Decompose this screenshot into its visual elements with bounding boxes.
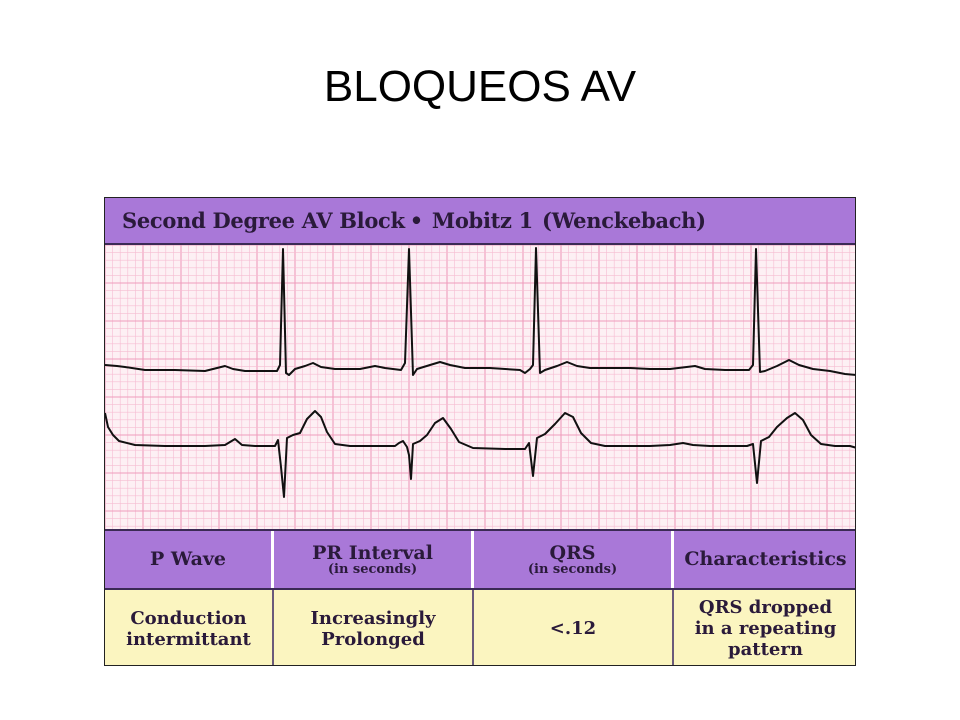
cell-qrs: <.12 — [474, 590, 674, 665]
cell-line: Prolonged — [321, 628, 425, 650]
cell-line: QRS dropped — [698, 597, 833, 618]
cell-line: <.12 — [549, 618, 597, 639]
ecg-trace-bottom — [105, 410, 855, 498]
table-data-row: Conduction intermittant Increasingly Pro… — [105, 588, 855, 665]
ecg-grid — [105, 245, 855, 529]
slide-title: BLOQUEOS AV — [323, 62, 637, 111]
cell-line: Conduction — [130, 607, 247, 629]
col-header-unit: (in seconds) — [527, 561, 618, 577]
cell-characteristics: QRS dropped in a repeating pattern — [674, 590, 855, 665]
cell-pr-interval: Increasingly Prolonged — [274, 590, 474, 665]
header-wenckebach: (Wenckebach) — [541, 208, 706, 233]
header-block-type: Second Degree AV Block — [122, 208, 405, 233]
col-header-label: Characteristics — [684, 548, 847, 570]
ecg-figure: Second Degree AV Block • Mobitz 1 (Wenck… — [104, 197, 856, 666]
cell-line: intermittant — [126, 628, 251, 650]
figure-header: Second Degree AV Block • Mobitz 1 (Wenck… — [105, 198, 855, 245]
col-header-characteristics: Characteristics — [674, 531, 855, 588]
cell-line: Increasingly — [310, 607, 436, 629]
cell-p-wave: Conduction intermittant — [105, 590, 274, 665]
cell-line: in a repeating — [694, 618, 837, 639]
cell-line: pattern — [728, 639, 803, 660]
criteria-table: P Wave PR Interval (in seconds) QRS (in … — [105, 529, 855, 665]
col-header-qrs: QRS (in seconds) — [474, 531, 674, 588]
col-header-label: P Wave — [149, 548, 227, 570]
table-header-row: P Wave PR Interval (in seconds) QRS (in … — [105, 531, 855, 588]
col-header-p-wave: P Wave — [105, 531, 274, 588]
header-mobitz: Mobitz 1 — [431, 208, 533, 233]
col-header-pr-interval: PR Interval (in seconds) — [274, 531, 474, 588]
col-header-label: PR Interval — [312, 541, 433, 564]
ecg-strip — [105, 245, 855, 529]
ecg-trace-top — [105, 247, 855, 376]
header-bullet: • — [409, 208, 423, 233]
col-header-label: QRS — [549, 541, 596, 564]
col-header-unit: (in seconds) — [327, 561, 418, 577]
